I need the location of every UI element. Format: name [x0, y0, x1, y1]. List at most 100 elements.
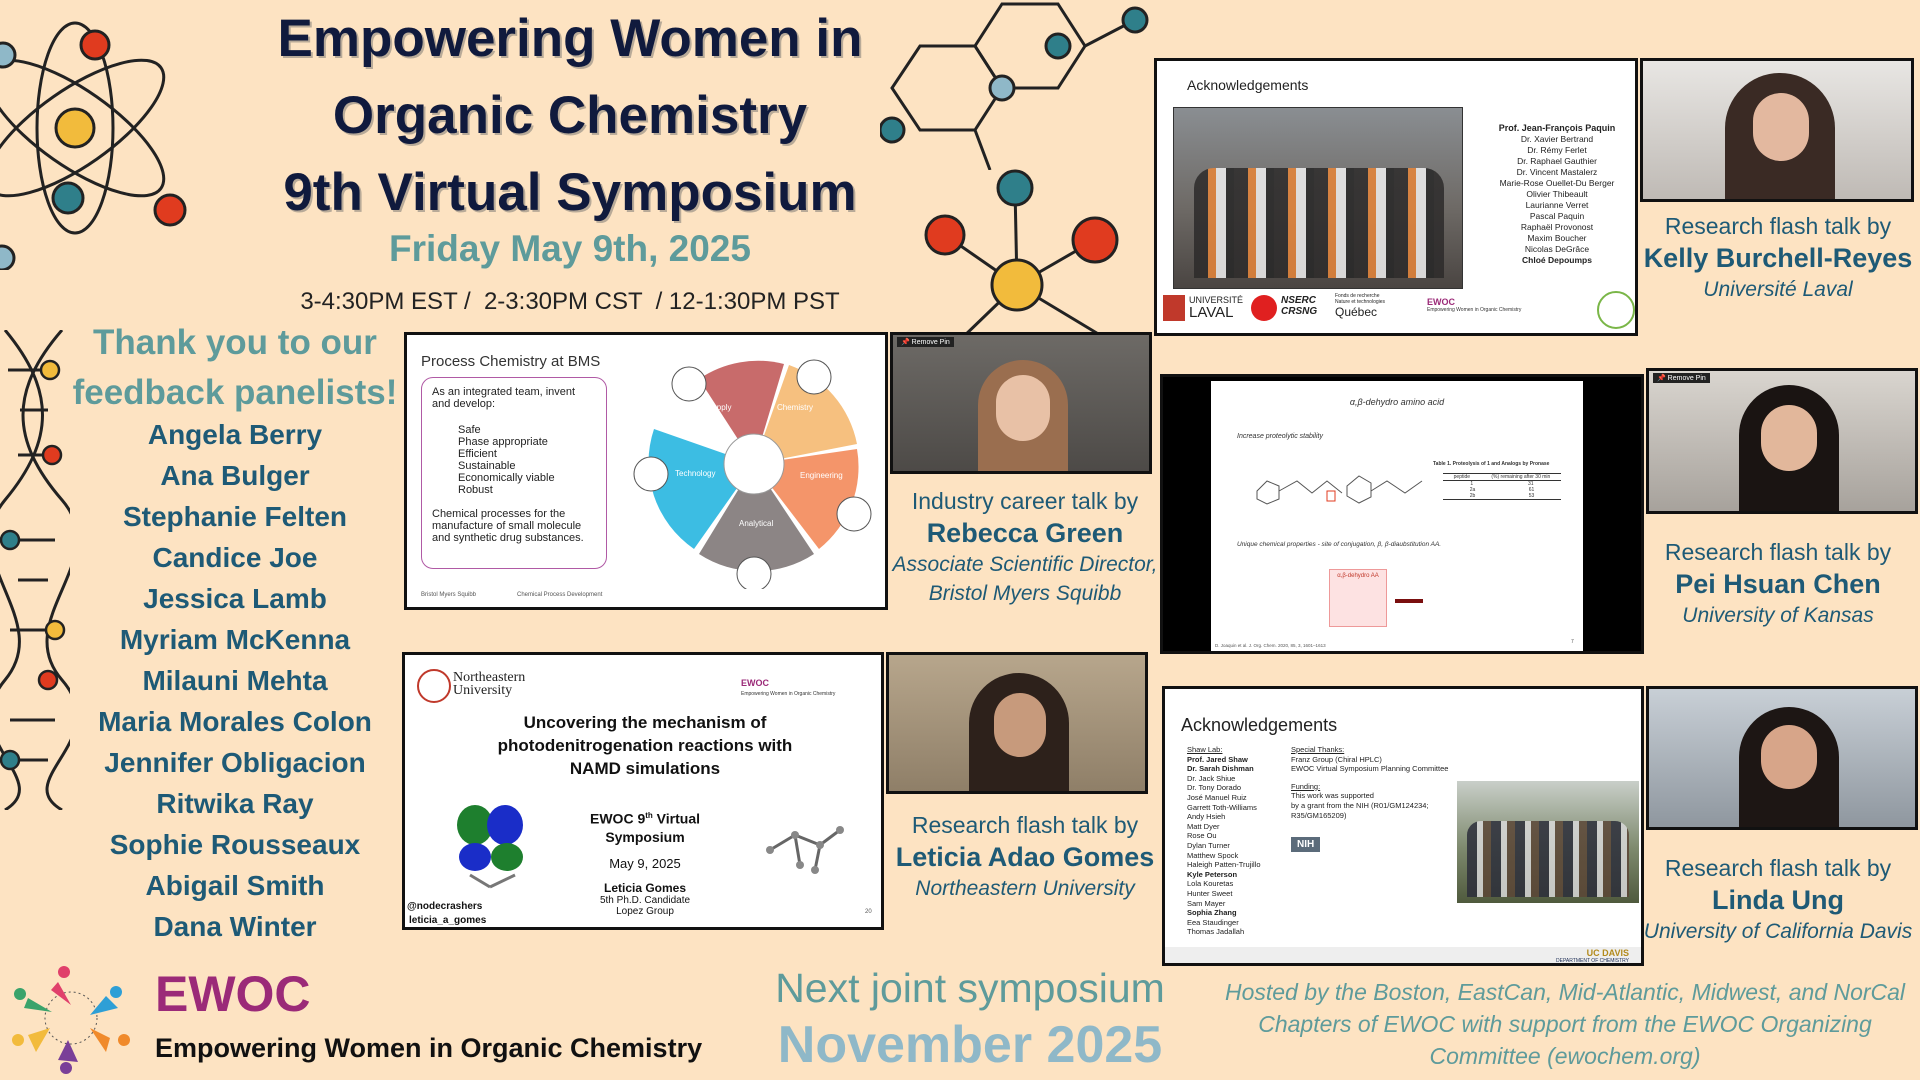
lab-member: Dylan Turner — [1187, 840, 1230, 850]
logo-text: Empowering Women in Organic Chemistry — [1427, 307, 1522, 313]
slide-kansas-dehydro-amino-acid: α,β-dehydro amino acid Increase proteoly… — [1160, 374, 1644, 654]
dna-graphic — [0, 330, 70, 810]
logo-text: CRSNG — [1281, 306, 1318, 317]
molecule-illustration — [766, 826, 844, 874]
logo-text: Nature et technologies — [1335, 299, 1386, 305]
person-face — [994, 693, 1046, 757]
table-cell: 61 — [1528, 487, 1535, 493]
ack-name: Chloé Depoumps — [1522, 255, 1592, 265]
segment-label-engineering: Engineering — [800, 471, 843, 480]
camera-feed-leticia-gomes — [886, 652, 1148, 794]
atom-graphic — [0, 21, 187, 270]
event-sup: th — [645, 811, 653, 820]
ack-name: Maxim Boucher — [1527, 233, 1587, 243]
lab-member: Rose Ou — [1187, 831, 1217, 841]
logo-frq: Fonds de recherche Nature et technologie… — [1335, 293, 1405, 319]
person-face — [1753, 93, 1809, 161]
social-handle-1: @nodecrashers — [407, 901, 483, 912]
segment-label-supply: Supply — [707, 403, 732, 412]
panelist-name: Abigail Smith — [145, 870, 325, 901]
remove-pin-button[interactable]: 📌 Remove Pin — [1653, 373, 1710, 383]
table-title: Table 1. Proteolysis of 1 and Analogs by… — [1433, 461, 1550, 467]
next-symposium-label: Next joint symposium — [775, 965, 1165, 1011]
speaker-caption-rebecca-green: Industry career talk by Rebecca Green As… — [880, 486, 1170, 608]
table-row: 1 31 — [1443, 481, 1561, 487]
thanks-item: Franz Group (Chiral HPLC) — [1291, 754, 1382, 764]
lab-header: Shaw Lab: — [1187, 745, 1223, 754]
logo-text: NSERC — [1281, 295, 1317, 306]
slide-bullet: Safe — [458, 424, 481, 436]
camera-feed-kelly-burchell-reyes — [1640, 58, 1914, 202]
title-line-2: Organic Chemistry — [332, 86, 808, 145]
speaker-caption-kelly-burchell-reyes: Research flash talk by Kelly Burchell-Re… — [1630, 211, 1920, 304]
speaker-affiliation: Université Laval — [1703, 278, 1853, 301]
title-line-1: Empowering Women in — [277, 9, 863, 68]
table-cell: 31 — [1528, 481, 1534, 487]
title-line-3: 9th Virtual Symposium — [283, 163, 857, 222]
ack-name: Dr. Vincent Mastalerz — [1516, 167, 1598, 177]
hosted-by-text: Hosted by the Boston, EastCan, Mid-Atlan… — [1224, 979, 1906, 1069]
speaker-affiliation: University of Kansas — [1682, 604, 1874, 627]
ewoc-logo-icon — [12, 966, 130, 1074]
structure-drawing — [1256, 475, 1423, 505]
ack-name: Nicolas DeGrâce — [1524, 244, 1590, 254]
nih-logo: NIH — [1291, 837, 1321, 852]
logo-universite-laval: UNIVERSITÉ LAVAL — [1163, 295, 1243, 321]
ewoc-full-name: Empowering Women in Organic Chemistry — [155, 1033, 703, 1063]
ack-name: Dr. Rémy Ferlet — [1527, 145, 1587, 155]
slide-laval-acknowledgements: Acknowledgements Prof. Jean-François Paq… — [1154, 58, 1638, 336]
photo-people — [1194, 168, 1444, 278]
box-label: α,β-dehydro AA — [1337, 573, 1379, 579]
panelist-name: Jessica Lamb — [143, 583, 327, 614]
speaker-name: Leticia Adao Gomes — [895, 842, 1155, 872]
table-cell: 2a — [1469, 487, 1476, 493]
ack-name: Dr. Xavier Bertrand — [1520, 134, 1594, 144]
speaker-name: Kelly Burchell-Reyes — [1643, 243, 1913, 273]
slide-ucdavis-acknowledgements: Acknowledgements Shaw Lab: Prof. Jared S… — [1162, 686, 1644, 966]
logo-text: LAVAL — [1189, 304, 1234, 321]
speaker-name: Pei Hsuan Chen — [1675, 569, 1881, 599]
person-face — [1761, 405, 1817, 471]
camera-feed-pei-hsuan-chen: 📌 Remove Pin — [1646, 368, 1918, 514]
slide-bullet-1: Increase proteolytic stability — [1237, 433, 1323, 440]
talk-title: Uncovering the mechanism of photodenitro… — [497, 713, 793, 778]
ack-name: Dr. Raphael Gauthier — [1517, 156, 1597, 166]
speaker-affiliation: Northeastern University — [915, 877, 1135, 900]
ucdavis-footer: UC DAVIS DEPARTMENT OF CHEMISTRY — [1165, 947, 1641, 963]
ack-name: Raphaël Provonost — [1520, 222, 1594, 232]
nserc-icon — [1251, 295, 1277, 321]
university-name: Northeastern University — [453, 671, 525, 698]
logo-ewoc-small: EWOC Empowering Women in Organic Chemist… — [1427, 297, 1521, 313]
table-header: peptide — [1453, 474, 1471, 480]
event-date: Friday May 9th, 2025 — [389, 228, 751, 269]
slide-title: α,β-dehydro amino acid — [1349, 397, 1445, 407]
slide-intro: As an integrated team, invent and develo… — [432, 386, 576, 410]
process-cycle-diagram — [633, 359, 872, 589]
slide-bullet: Robust — [458, 484, 493, 496]
panelists-list: Angela Berry Ana Bulger Stephanie Felten… — [60, 414, 410, 947]
panelist-name: Stephanie Felten — [122, 501, 348, 532]
slide-page-number: 20 — [865, 909, 872, 915]
thanks-item: EWOC Virtual Symposium Planning Committe… — [1291, 764, 1449, 774]
remove-pin-button[interactable]: 📌 Remove Pin — [897, 337, 954, 347]
speaker-caption-leticia-gomes: Research flash talk by Leticia Adao Gome… — [880, 810, 1170, 903]
table-row: 2a 61 — [1443, 487, 1561, 493]
event-times: 3-4:30PM EST / 2-3:30PM CST / 12-1:30PM … — [300, 288, 840, 315]
footer-text: UC DAVIS — [1586, 948, 1629, 958]
person-face — [1761, 725, 1817, 789]
slide-bottom-left: Bristol Myers Squibb — [421, 592, 477, 598]
presenter-name: Leticia Gomes — [603, 880, 687, 895]
person-face — [996, 375, 1050, 441]
page-title: Empowering Women in Organic Chemistry 9t… — [230, 0, 910, 231]
table-cell: 53 — [1528, 493, 1535, 499]
logo-text: EWOC — [1427, 297, 1455, 307]
dehydro-aa-box: α,β-dehydro AA — [1329, 569, 1387, 627]
panelist-name: Jennifer Obligacion — [104, 747, 366, 778]
ewoc-sub: Empowering Women in Organic Chemistry — [741, 691, 836, 697]
slide-title: Process Chemistry at BMS — [421, 353, 601, 370]
event-line-1b: Virtual — [652, 810, 700, 827]
talk-type: Industry career talk by — [911, 488, 1139, 514]
hexagon-molecule-graphic — [880, 2, 1149, 170]
table-cell: 1 — [1470, 481, 1474, 487]
social-handle-2: leticia_a_gomes — [409, 915, 487, 926]
